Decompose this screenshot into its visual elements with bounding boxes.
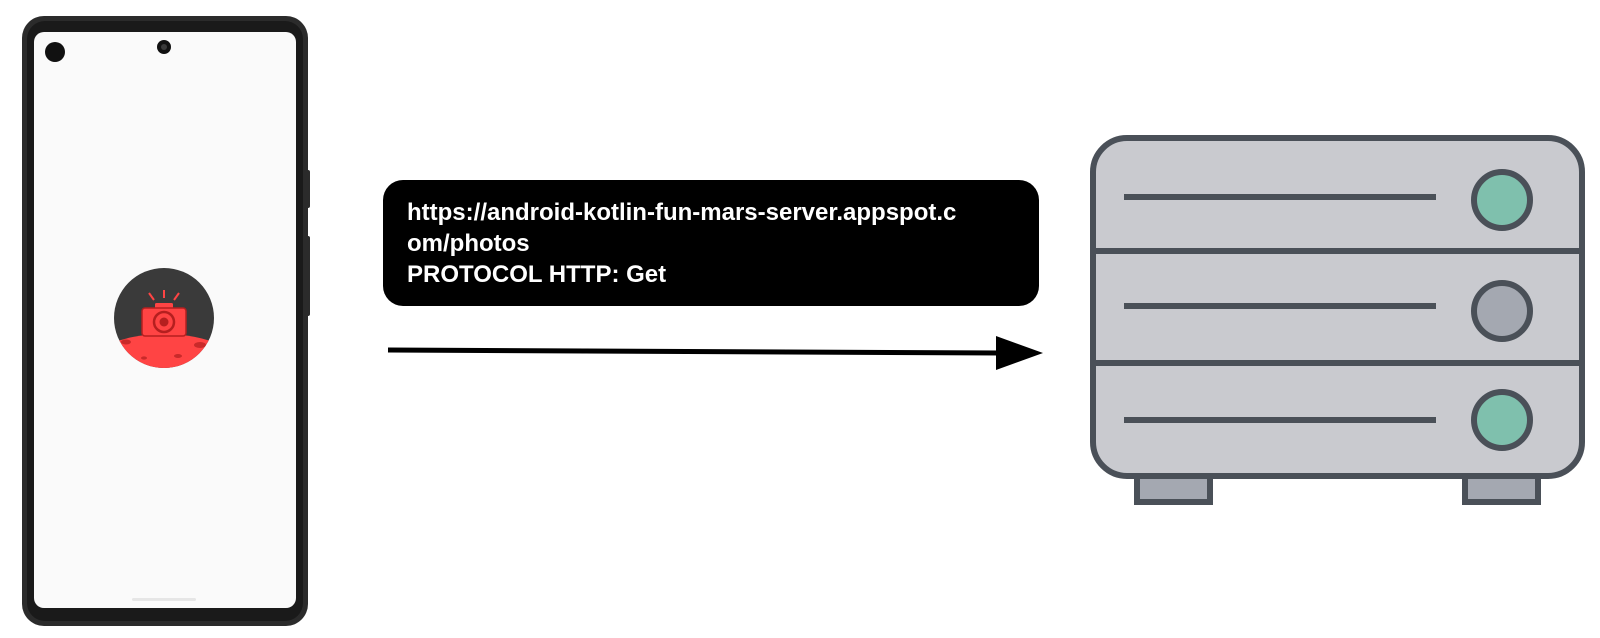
server-status-light-green xyxy=(1471,389,1533,451)
server-unit-1 xyxy=(1124,169,1533,231)
server-unit-3 xyxy=(1124,389,1533,451)
server-status-light-green xyxy=(1471,169,1533,231)
arrow-line xyxy=(387,347,1001,356)
camera-icon xyxy=(141,290,187,337)
phone-home-indicator xyxy=(132,598,196,601)
request-arrow xyxy=(387,336,1043,370)
request-url-line-2: om/photos xyxy=(407,230,530,257)
request-protocol-line: PROTOCOL HTTP: Get xyxy=(407,261,667,288)
http-request-label: https://android-kotlin-fun-mars-server.a… xyxy=(383,180,1039,306)
request-url-line-1: https://android-kotlin-fun-mars-server.a… xyxy=(407,199,957,226)
arrow-head xyxy=(996,336,1043,370)
server-status-light-grey xyxy=(1471,280,1533,342)
server-rack-icon xyxy=(1090,135,1585,505)
smartphone-icon xyxy=(22,16,310,626)
phone-status-dot xyxy=(45,42,65,62)
server-unit-2 xyxy=(1124,280,1533,342)
